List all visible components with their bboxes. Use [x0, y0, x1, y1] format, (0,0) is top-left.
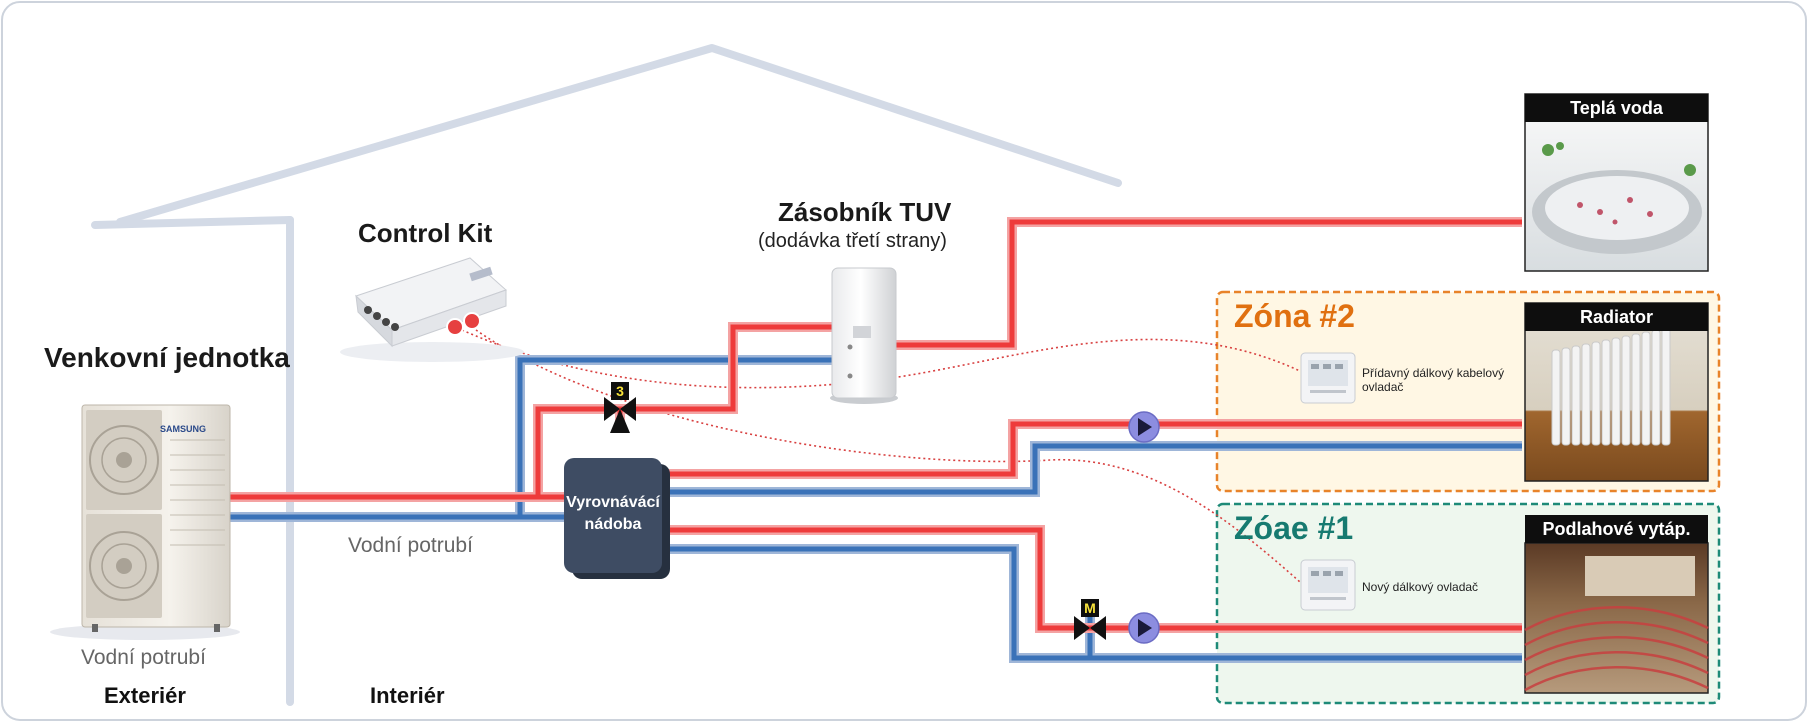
exterior-label: Exteriér: [104, 683, 186, 708]
floor-heating-panel-title: Podlahové vytáp.: [1525, 515, 1708, 543]
hot-water-panel-title: Teplá voda: [1525, 94, 1708, 122]
outdoor-unit-label: Venkovní jednotka: [44, 342, 290, 373]
mixing-valve-badge: M: [1081, 599, 1099, 617]
buffer-tank: [564, 458, 670, 579]
three-way-valve-icon: [604, 397, 636, 433]
remote-new-label: Nový dálkový ovladač: [1362, 580, 1479, 594]
water-pipe-label-exterior: Vodní potrubí: [81, 646, 206, 669]
wired-remote-icon: [1300, 559, 1356, 611]
outdoor-unit-icon: [50, 404, 240, 640]
dhw-tank-sublabel: (dodávka třetí strany): [758, 230, 947, 252]
circulation-pump-icon: [1128, 411, 1160, 443]
control-kit-label: Control Kit: [358, 218, 493, 248]
hot-water-photo: [1524, 93, 1709, 272]
radiator-photo: [1524, 302, 1709, 482]
dhw-tank-icon: [830, 267, 898, 404]
dhw-tank-label: Zásobník TUV: [778, 197, 952, 227]
house-outline: [91, 44, 1122, 706]
floor-heating-photo: [1524, 542, 1709, 694]
radiator-panel-title: Radiator: [1525, 303, 1708, 331]
circulation-pump-icon: [1128, 612, 1160, 644]
zone1-title: Zóae #1: [1234, 510, 1354, 546]
buffer-tank-label: Vyrovnávácí nádoba: [566, 494, 660, 533]
interior-label: Interiér: [370, 683, 445, 708]
mixing-valve-icon: [1074, 616, 1106, 640]
remote-wired-label: Přídavný dálkový kabelový ovladač: [1362, 366, 1505, 394]
control-kit-icon: [340, 257, 524, 362]
brand-logo: SAMSUNG: [160, 424, 207, 434]
water-pipe-label: Vodní potrubí: [348, 534, 473, 557]
three-way-valve-badge: 3: [611, 382, 629, 400]
wired-remote-icon: [1300, 352, 1356, 404]
hot-pipes: [230, 217, 1522, 633]
zone2-title: Zóna #2: [1234, 298, 1355, 334]
